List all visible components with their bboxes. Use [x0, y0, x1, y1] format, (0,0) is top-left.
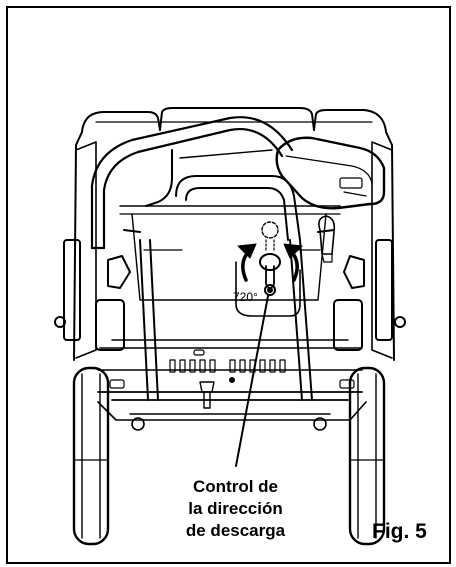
figure-label: Fig. 5: [372, 520, 427, 543]
control-console: [275, 136, 386, 210]
callout-line-3: de descarga: [185, 521, 286, 540]
lower-body: [97, 339, 367, 431]
side-knobs: [107, 255, 365, 289]
housing-top: [73, 107, 395, 361]
chute-rotation-control: [235, 221, 303, 317]
right-wheel: [348, 366, 386, 546]
lower-handles: [139, 175, 321, 401]
discharge-direction-callout: Control de la dirección de descarga: [168, 476, 303, 542]
left-wheel: [72, 366, 110, 546]
side-housing: [54, 141, 406, 359]
handle-bar: [90, 116, 294, 250]
rotation-angle-label: 720°: [233, 290, 258, 304]
callout-line-1: Control de: [193, 477, 278, 496]
callout-line-2: la dirección: [188, 499, 283, 518]
crank-knob: [318, 215, 336, 263]
callout-leader-line: [235, 295, 269, 467]
engine-cover: [119, 149, 341, 301]
